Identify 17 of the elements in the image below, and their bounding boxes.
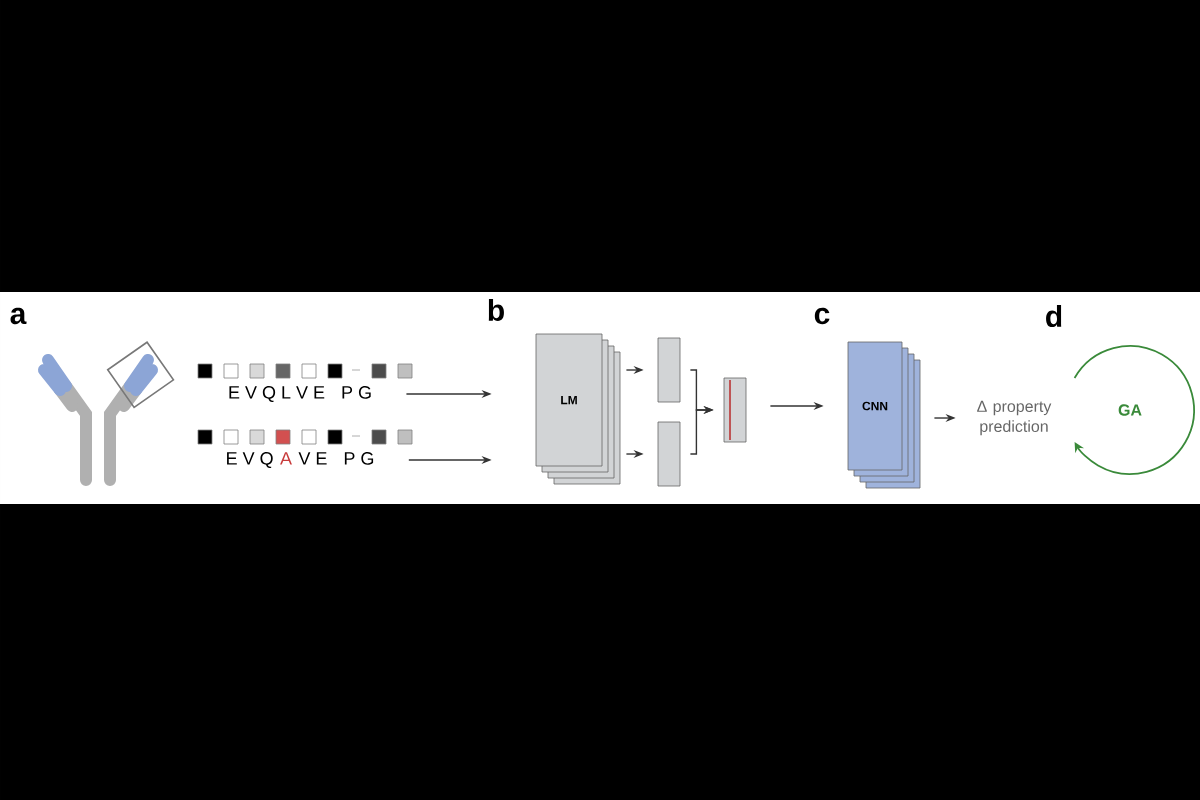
panel-letter: c bbox=[814, 307, 830, 325]
feature-box bbox=[723, 377, 747, 443]
node-label: A bbox=[280, 452, 292, 465]
feature-box bbox=[657, 337, 681, 403]
panel-letter: b bbox=[488, 299, 504, 321]
node-label: P G bbox=[342, 386, 371, 399]
node-label: P G bbox=[344, 452, 374, 465]
panel-letter: d bbox=[1046, 305, 1062, 327]
node-label: E V Q bbox=[227, 452, 273, 468]
algorithm-label: GA bbox=[1118, 404, 1142, 416]
sequence: E V Q L V E P G bbox=[197, 363, 413, 402]
output-label: Δ property prediction bbox=[977, 400, 1052, 436]
node-label: V E bbox=[298, 452, 327, 465]
sequence: E V Q A V E P G bbox=[197, 429, 413, 468]
panel-letter: a bbox=[10, 307, 27, 325]
node-label: E V Q L V E bbox=[229, 386, 325, 402]
feature-box bbox=[657, 421, 681, 487]
